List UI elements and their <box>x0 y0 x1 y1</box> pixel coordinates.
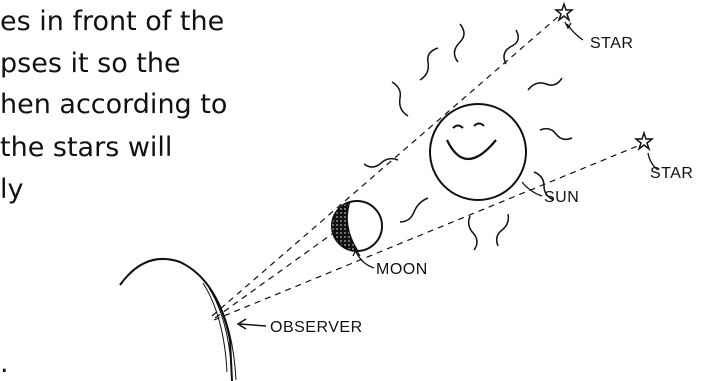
sun-icon <box>364 24 572 250</box>
moon-icon <box>332 201 382 251</box>
moon-label: MOON <box>376 261 428 278</box>
observer-label: OBSERVER <box>270 319 363 336</box>
earth-body <box>120 259 236 381</box>
sun-label: SUN <box>544 189 579 206</box>
star-top-label: STAR <box>590 35 633 52</box>
star-right-label: STAR <box>650 165 693 182</box>
star-top-icon <box>556 4 583 40</box>
observer-arrow-icon <box>238 319 266 329</box>
